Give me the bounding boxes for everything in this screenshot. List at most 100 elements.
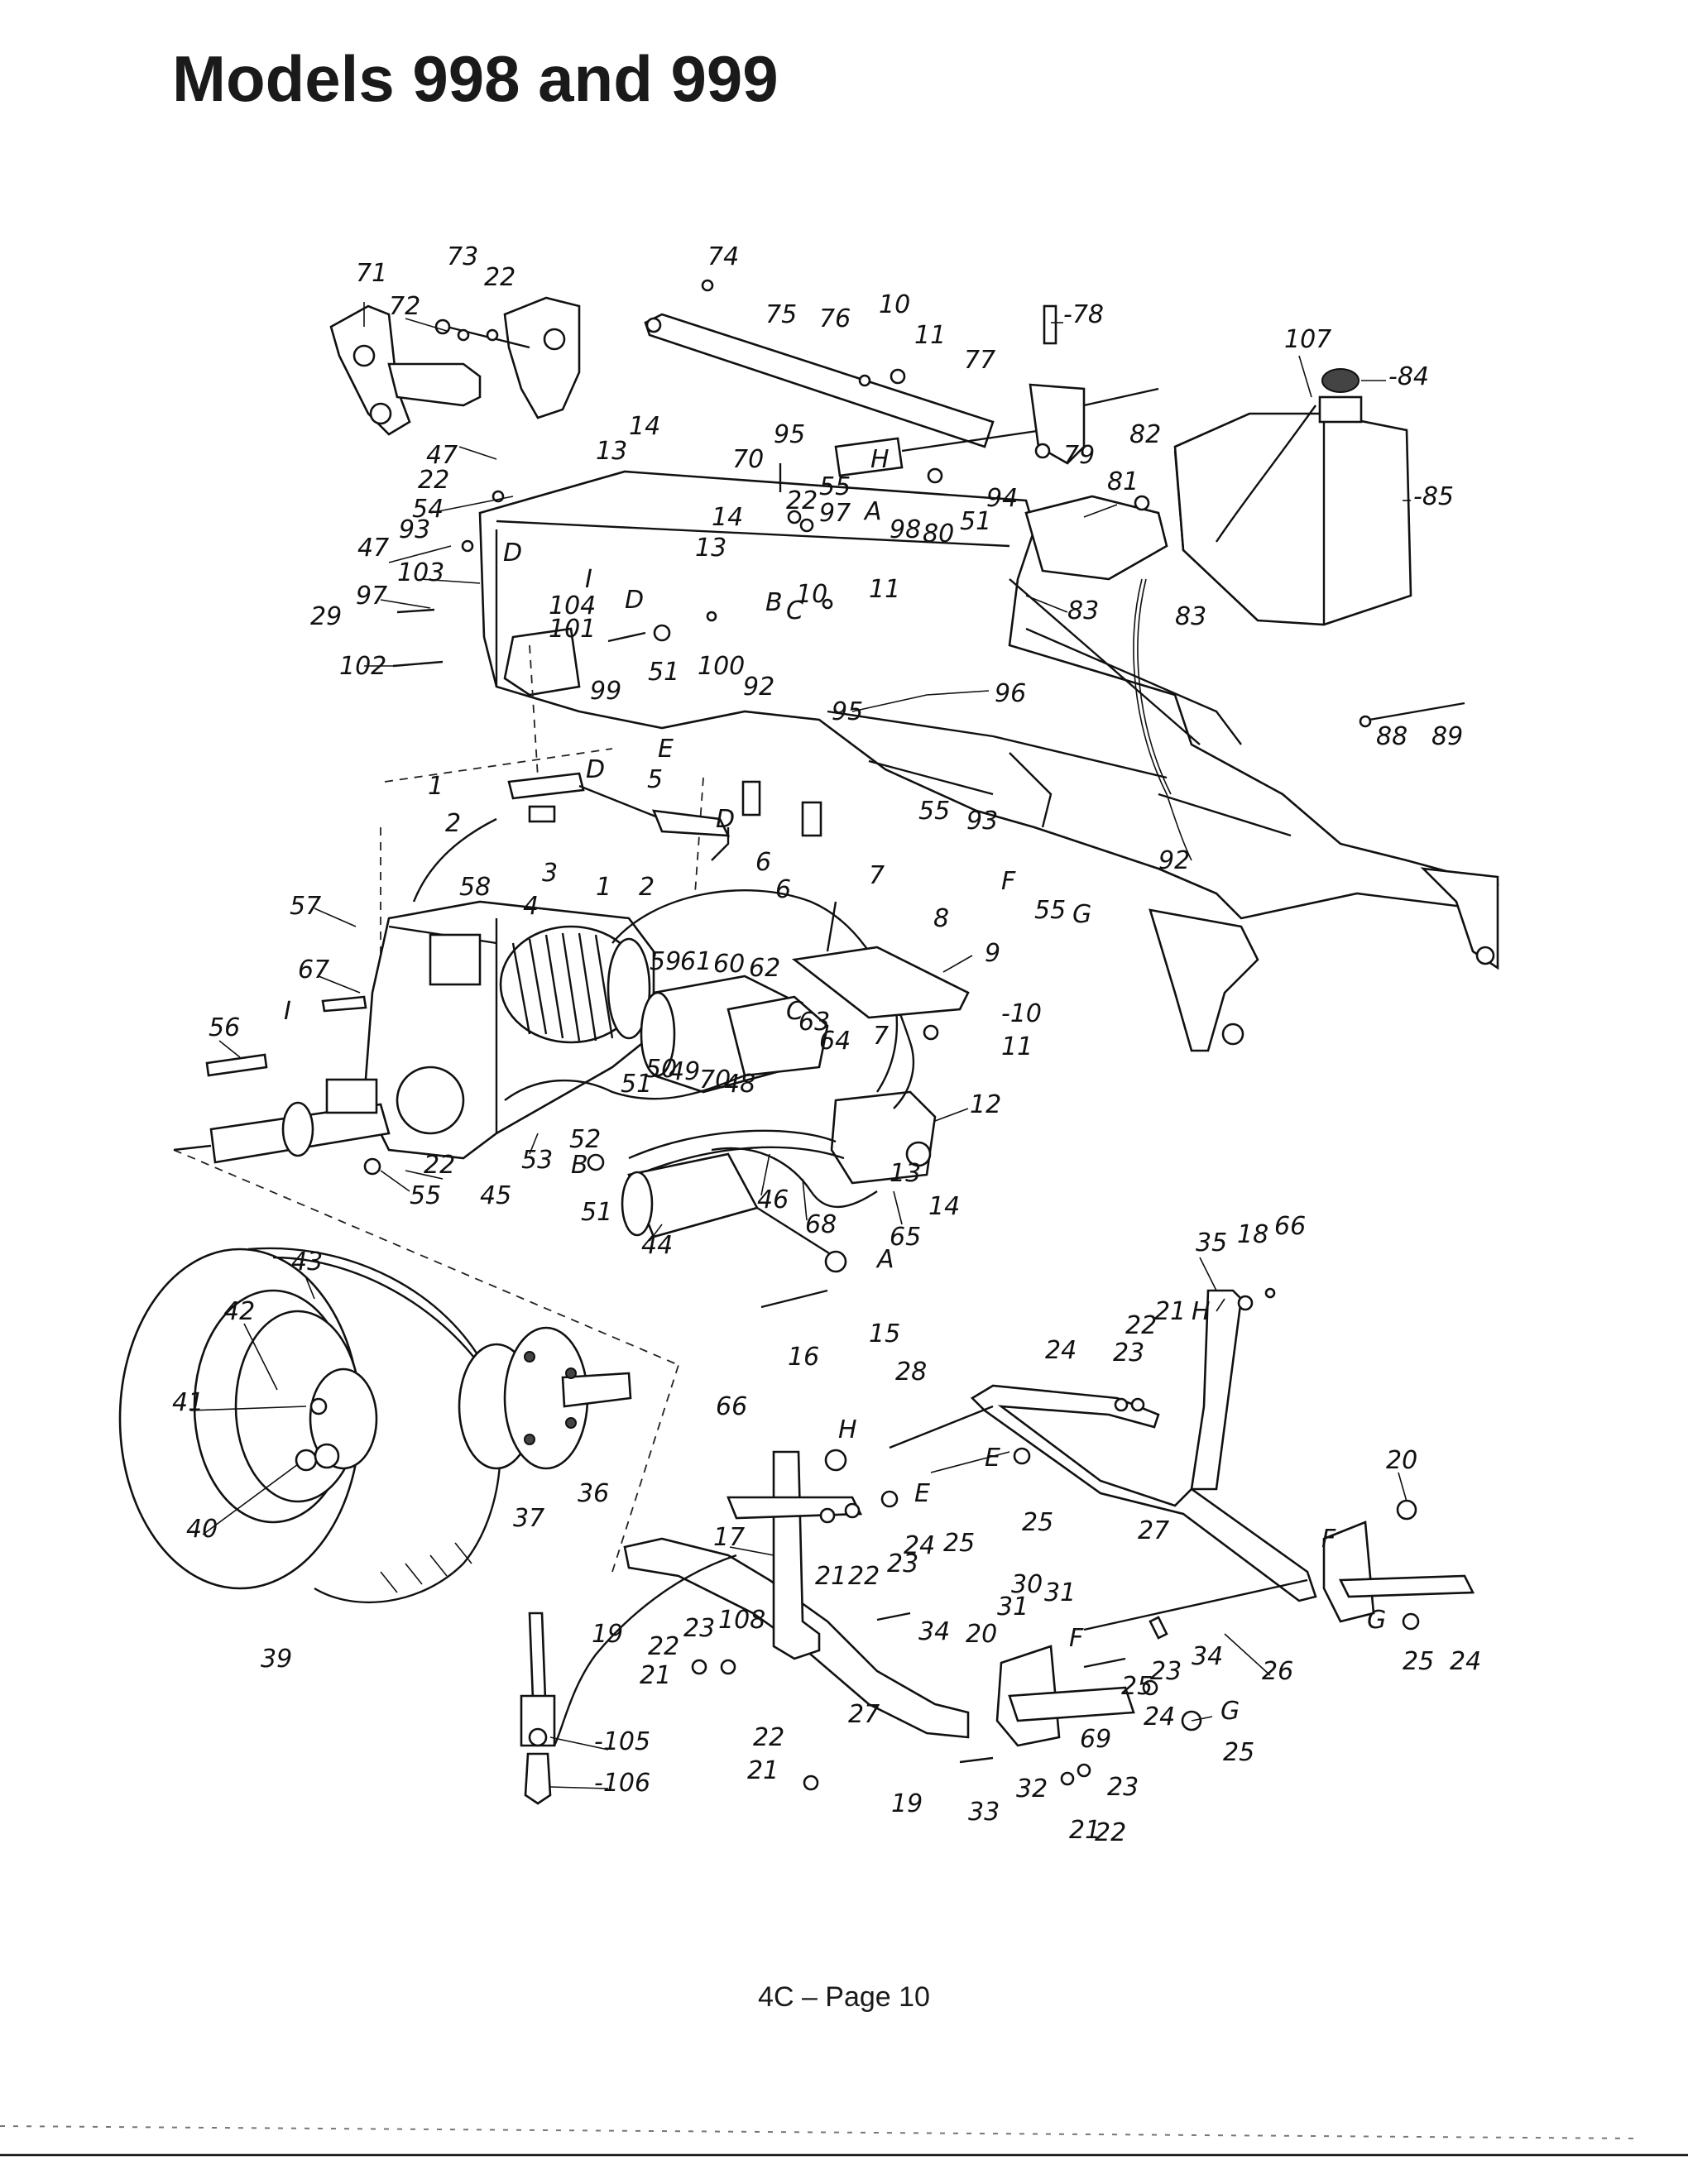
callout-8: 8 <box>933 904 949 933</box>
callout-44: 44 <box>641 1231 673 1260</box>
callout-76: 76 <box>819 304 851 333</box>
callout-83: 83 <box>1175 602 1206 631</box>
callout-D: D <box>503 539 522 568</box>
callout-23: 23 <box>887 1549 918 1578</box>
callout-4: 4 <box>523 892 539 921</box>
callout-100: 100 <box>698 652 745 681</box>
callout-10: 10 <box>879 290 910 319</box>
callout-6: 6 <box>755 848 771 877</box>
callout-I: I <box>585 565 592 594</box>
callout-47: 47 <box>426 441 458 470</box>
callout-D: D <box>586 755 605 784</box>
callout-75: 75 <box>765 300 797 329</box>
callout-94: 94 <box>986 484 1018 513</box>
callout-D: D <box>625 586 644 615</box>
callout-32: 32 <box>1016 1774 1048 1803</box>
lift-cylinder <box>621 1152 847 1309</box>
callout-10: 10 <box>796 580 827 609</box>
callout-78: -78 <box>1063 300 1104 329</box>
callout-28: 28 <box>895 1358 927 1387</box>
callout-19: 19 <box>891 1789 923 1818</box>
callout-11: 11 <box>1001 1032 1033 1061</box>
sensor-switches <box>741 780 822 837</box>
callout-72: 72 <box>389 292 420 321</box>
callout-21: 21 <box>640 1661 671 1690</box>
callout-15: 15 <box>869 1320 900 1348</box>
callout-97: 97 <box>819 499 851 528</box>
callout-69: 69 <box>1080 1725 1111 1754</box>
callout-51: 51 <box>960 507 991 536</box>
callout-2: 2 <box>445 809 461 838</box>
callout-92: 92 <box>743 673 774 702</box>
callout-56: 56 <box>209 1013 240 1042</box>
fuel-line <box>1133 578 1192 861</box>
callout-53: 53 <box>521 1146 553 1175</box>
callout-B: B <box>571 1151 588 1180</box>
callout-10: -10 <box>1001 999 1042 1028</box>
callout-A: A <box>863 497 882 526</box>
callout-27: 27 <box>1138 1516 1169 1545</box>
callout-41: 41 <box>172 1388 204 1417</box>
callout-14: 14 <box>712 503 743 532</box>
page-number: 4C – Page 10 <box>758 1981 930 2013</box>
callout-67: 67 <box>298 956 329 984</box>
callout-39: 39 <box>261 1645 292 1674</box>
callout-E: E <box>658 735 674 764</box>
callout-70: 70 <box>699 1066 731 1094</box>
alignment-line <box>173 1149 679 1366</box>
callout-6: 6 <box>775 875 791 904</box>
callout-A: A <box>875 1245 894 1274</box>
callout-22: 22 <box>848 1562 880 1591</box>
callout-107: 107 <box>1284 325 1331 354</box>
callout-33: 33 <box>968 1798 1000 1827</box>
callout-25: 25 <box>1022 1508 1053 1537</box>
callout-92: 92 <box>1158 846 1190 875</box>
page-title: Models 998 and 999 <box>172 42 779 115</box>
callout-29: 29 <box>310 602 342 631</box>
callout-62: 62 <box>749 954 780 983</box>
callout-F: F <box>1001 867 1016 896</box>
callout-85: -85 <box>1413 482 1454 511</box>
callout-84: -84 <box>1388 362 1429 391</box>
callout-22: 22 <box>418 466 449 495</box>
callout-11: 11 <box>869 575 900 604</box>
callout-51: 51 <box>581 1198 612 1227</box>
callout-D: D <box>716 805 735 834</box>
callout-23: 23 <box>1150 1657 1182 1686</box>
scan-edge <box>0 2125 1639 2139</box>
callout-34: 34 <box>1192 1642 1223 1671</box>
rear-wheel <box>118 1247 501 1603</box>
callout-42: 42 <box>223 1297 255 1326</box>
callout-7: 7 <box>873 1022 889 1051</box>
callout-H: H <box>870 445 890 474</box>
callout-55: 55 <box>819 472 851 501</box>
callout-22: 22 <box>648 1632 679 1661</box>
callout-7: 7 <box>869 861 885 890</box>
callout-G: G <box>1367 1606 1386 1635</box>
callout-18: 18 <box>1237 1220 1268 1249</box>
callout-25: 25 <box>943 1529 975 1558</box>
callout-19: 19 <box>592 1620 623 1649</box>
lift-linkage <box>824 1289 1475 1640</box>
callout-20: 20 <box>1386 1446 1417 1475</box>
callout-95: 95 <box>832 697 863 726</box>
linkage-bracket <box>412 772 731 903</box>
callout-50: 50 <box>645 1055 677 1084</box>
callout-24: 24 <box>904 1531 935 1560</box>
callout-83: 83 <box>1067 596 1099 625</box>
callout-81: 81 <box>1107 467 1139 496</box>
callout-63: 63 <box>798 1008 830 1037</box>
callout-H: H <box>1192 1297 1211 1326</box>
callout-64: 64 <box>819 1027 851 1056</box>
callout-22: 22 <box>424 1151 455 1180</box>
callout-30: 30 <box>1011 1570 1043 1599</box>
callout-101: 101 <box>549 615 596 644</box>
callout-97: 97 <box>356 582 387 611</box>
fuel-tank <box>1173 368 1412 626</box>
callout-59: 59 <box>650 947 681 976</box>
callout-21: 21 <box>1154 1297 1186 1326</box>
callout-13: 13 <box>695 534 727 563</box>
callout-36: 36 <box>578 1479 609 1508</box>
